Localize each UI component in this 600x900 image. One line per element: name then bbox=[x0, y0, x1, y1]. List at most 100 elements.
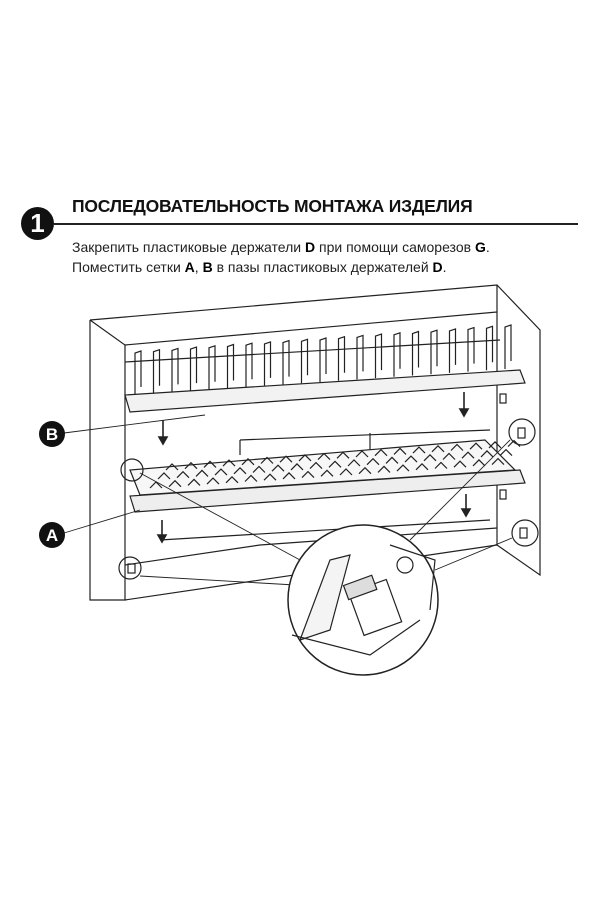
rack-chevron bbox=[339, 468, 353, 476]
rack-chevron bbox=[241, 457, 255, 466]
instruction-line-1: Закрепить пластиковые держатели D при по… bbox=[72, 239, 490, 255]
rack-chevron bbox=[301, 470, 315, 479]
rack-chevron bbox=[434, 461, 448, 469]
rack-chevron bbox=[206, 477, 220, 485]
instruction-line-2: Поместить сетки A, B в пазы пластиковых … bbox=[72, 259, 447, 275]
rack-chevron bbox=[358, 466, 372, 475]
rack-wire bbox=[245, 342, 253, 388]
rack-wire bbox=[208, 344, 216, 390]
step-number-badge: 1 bbox=[21, 207, 54, 240]
text: Закрепить пластиковые держатели bbox=[72, 239, 305, 255]
rack-wire bbox=[263, 341, 272, 386]
part-label-d: D bbox=[432, 259, 443, 275]
rack-chevron bbox=[385, 456, 399, 464]
rack-chevron bbox=[165, 463, 179, 471]
text: Поместить сетки bbox=[72, 259, 185, 275]
dish-rack-b bbox=[124, 324, 526, 413]
rack-chevron bbox=[404, 455, 418, 463]
text: , bbox=[194, 259, 203, 275]
rack-wire bbox=[485, 325, 494, 371]
rack-chevron bbox=[244, 474, 258, 482]
text: при помощи саморезов bbox=[315, 239, 475, 255]
rack-chevron bbox=[233, 466, 247, 475]
rack-chevron bbox=[412, 446, 426, 454]
rack-chevron bbox=[176, 470, 190, 479]
dish-rack-a bbox=[129, 439, 526, 513]
holder-d-markers bbox=[118, 393, 539, 580]
rack-wire bbox=[374, 333, 383, 379]
rack-chevron bbox=[442, 452, 456, 460]
rack-wire bbox=[189, 346, 198, 392]
rack-chevron bbox=[415, 462, 429, 471]
rack-chevron bbox=[214, 468, 228, 476]
text: . bbox=[485, 239, 490, 255]
rack-chevron bbox=[453, 460, 467, 468]
rack-chevron bbox=[309, 461, 323, 470]
rack-wire bbox=[467, 326, 475, 372]
rack-chevron bbox=[450, 443, 464, 451]
rack-chevron bbox=[184, 461, 198, 470]
rack-chevron bbox=[472, 459, 486, 467]
rack-wire bbox=[448, 328, 457, 373]
rack-chevron bbox=[396, 464, 410, 472]
rack-chevron bbox=[271, 464, 285, 472]
rack-chevron bbox=[260, 456, 274, 464]
detail-magnifier bbox=[287, 524, 439, 676]
rack-chevron bbox=[157, 472, 171, 480]
down-arrows bbox=[156, 392, 472, 544]
rack-chevron bbox=[195, 469, 209, 477]
rack-chevron bbox=[480, 450, 494, 458]
part-label-b: B bbox=[202, 259, 213, 275]
rack-chevron bbox=[393, 447, 407, 455]
rack-chevron bbox=[469, 442, 483, 450]
rack-wire bbox=[411, 330, 420, 376]
rack-chevron bbox=[488, 441, 502, 449]
rack-chevron bbox=[222, 459, 236, 467]
rack-chevron bbox=[290, 463, 304, 471]
rack-chevron bbox=[263, 473, 277, 481]
detail-leader-lines bbox=[63, 414, 513, 586]
rack-wire bbox=[171, 347, 179, 393]
part-label-d: D bbox=[305, 239, 316, 255]
rack-chevron bbox=[252, 465, 266, 473]
title-divider bbox=[54, 223, 578, 225]
rack-chevron bbox=[499, 448, 513, 457]
rack-chevron bbox=[461, 451, 475, 459]
rack-chevron bbox=[168, 479, 182, 488]
part-label-g: G bbox=[474, 239, 486, 255]
rack-chevron bbox=[347, 459, 361, 467]
callout-b-label: B bbox=[46, 425, 58, 444]
rack-chevron bbox=[423, 453, 437, 462]
rack-wire bbox=[337, 335, 346, 381]
rack-chevron bbox=[320, 469, 334, 477]
rack-wire bbox=[430, 329, 438, 375]
rack-chevron bbox=[298, 454, 312, 462]
step-title: ПОСЛЕДОВАТЕЛЬНОСТЬ МОНТАЖА ИЗДЕЛИЯ bbox=[72, 196, 473, 216]
rack-chevron bbox=[431, 444, 445, 453]
rack-wire bbox=[300, 338, 309, 384]
rack-wire bbox=[393, 331, 401, 377]
rack-chevron bbox=[279, 455, 293, 463]
rack-chevron bbox=[328, 460, 342, 468]
rack-chevron bbox=[317, 452, 331, 461]
rack-wire bbox=[356, 334, 364, 380]
rack-chevron bbox=[355, 450, 369, 458]
text: в пазы пластиковых держателей bbox=[212, 259, 433, 275]
rack-chevron bbox=[187, 478, 201, 486]
rack-chevron bbox=[225, 475, 239, 484]
callout-b: B bbox=[39, 421, 65, 447]
rack-chevron bbox=[366, 457, 380, 466]
rack-wire bbox=[504, 324, 512, 369]
rack-chevron bbox=[374, 448, 388, 457]
rack-chevron bbox=[203, 460, 217, 468]
part-label-a: A bbox=[184, 259, 195, 275]
text: . bbox=[442, 259, 447, 275]
rack-wire bbox=[282, 339, 290, 385]
rack-chevron bbox=[377, 465, 391, 473]
callout-a-label: A bbox=[46, 526, 58, 545]
rack-wire bbox=[152, 348, 161, 394]
callout-a: A bbox=[39, 522, 65, 548]
rack-wire bbox=[319, 337, 327, 382]
rack-wire bbox=[134, 350, 142, 395]
